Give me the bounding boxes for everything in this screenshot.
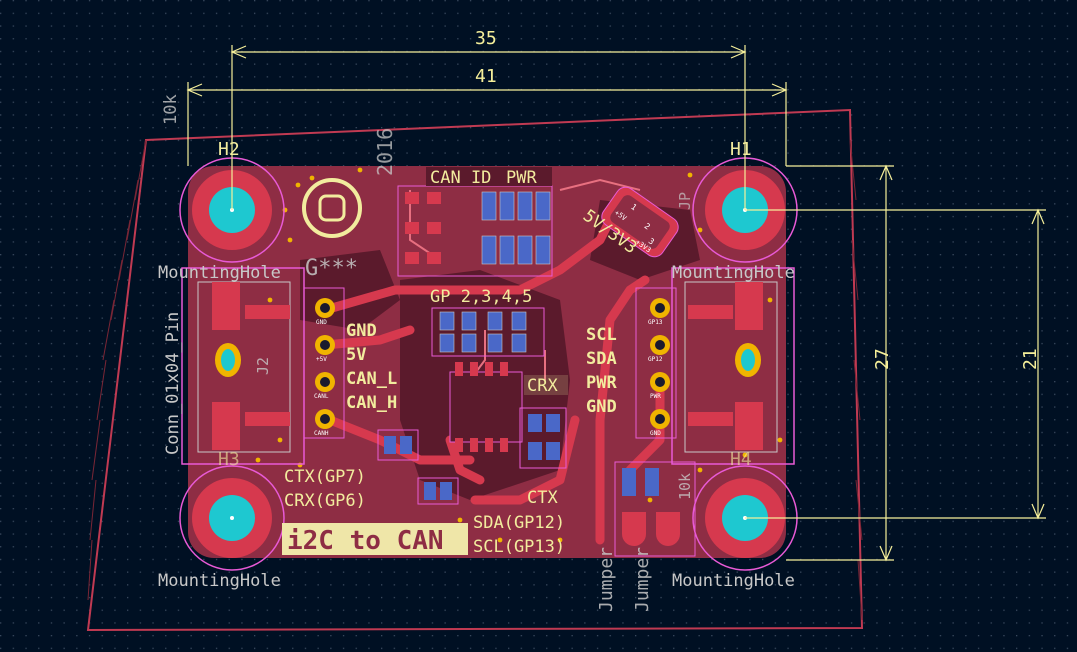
pad-label-gnd-left: GND [316, 319, 327, 326]
jp-footprint-ref: JP [676, 192, 694, 210]
crx-gp6-label: CRX(GP6) [284, 491, 366, 511]
connector-footprint-right[interactable] [671, 267, 795, 465]
connector-value-label: Conn_01x04_Pin [163, 312, 183, 455]
pad-label-gp13: GP13 [648, 319, 663, 326]
can-id-label: CAN ID [430, 168, 491, 188]
h3-label: H3 [218, 449, 240, 470]
fab-10k-text-right: 10k [676, 473, 694, 500]
ctx-label: CTX [527, 488, 558, 508]
fab-year-text: 2016 [373, 128, 397, 176]
left-pin-label-gnd: GND [346, 321, 377, 341]
jumper-pin-3-label: 3 [647, 236, 656, 246]
header-right[interactable] [635, 287, 677, 439]
ctx-gp7-label: CTX(GP7) [284, 467, 366, 487]
sda-gp12-label: SDA(GP12) [473, 513, 565, 533]
pad-label-canh: CANH [314, 430, 329, 437]
right-pin-label-pwr: PWR [586, 373, 617, 393]
copper-tracks[interactable] [320, 195, 665, 545]
right-pin-label-sda: SDA [586, 349, 617, 369]
left-pin-label-canh: CAN_H [346, 393, 397, 413]
logo-icon [302, 178, 362, 238]
h1-label: H1 [730, 139, 752, 160]
h2-label: H2 [218, 139, 240, 160]
pad-label-gnd-right: GND [650, 430, 661, 437]
board-edge-outline[interactable] [86, 108, 864, 632]
fab-10k-text: 10k [161, 94, 181, 125]
dimension-top-outer[interactable] [186, 82, 788, 166]
pad-label-canl: CANL [314, 393, 329, 400]
pad-label-5v-left: +5V [316, 356, 327, 363]
mounting-hole-value-tr: MountingHole [672, 263, 795, 283]
header-j2-left[interactable] [303, 287, 345, 439]
jumper-pin-1-label: 1 [629, 202, 638, 212]
solder-jumper-5v3v3[interactable]: 1 2 3 +5V +3V3 [598, 183, 682, 260]
pad-label-gp12: GP12 [648, 356, 663, 363]
dimension-right-inner-value: 21 [1020, 348, 1041, 370]
pwr-jumper-pads[interactable] [614, 461, 696, 557]
pad-label-pwr-right: PWR [650, 393, 661, 400]
capacitor-group[interactable] [377, 429, 459, 505]
can-id-jumper-array[interactable] [397, 185, 553, 277]
dimension-top-inner-value: 35 [475, 28, 497, 49]
can-id-label-bg [426, 167, 552, 186]
title-background [282, 523, 468, 555]
edge-hatching [87, 139, 863, 621]
gp-jumper-array[interactable] [431, 307, 545, 357]
dimension-right-outer-value: 27 [872, 348, 893, 370]
j2-ref-label: J2 [254, 357, 272, 375]
jumper-ref-2: Jumper [632, 547, 653, 612]
dimension-top-outer-value: 41 [475, 66, 497, 87]
dimension-top-inner[interactable] [230, 45, 747, 210]
mounting-hole-value-tl: MountingHole [158, 263, 281, 283]
crx-ctx-leds[interactable] [519, 407, 567, 469]
right-pin-label-gnd: GND [586, 397, 617, 417]
dimension-right-inner[interactable] [745, 208, 1046, 520]
mounting-hole-value-br: MountingHole [672, 571, 795, 591]
crx-label: CRX [527, 376, 558, 396]
h4-label: H4 [730, 449, 752, 470]
jumper-ref-1: Jumper [596, 547, 617, 612]
left-pin-label-5v: 5V [346, 345, 366, 365]
mounting-hole-value-bl: MountingHole [158, 571, 281, 591]
can-transceiver-ic[interactable] [449, 362, 523, 452]
jumper-pin-2-label: 2 [643, 221, 652, 231]
board-title: i2C to CAN [287, 526, 444, 556]
mounting-hole-h3[interactable] [179, 465, 285, 571]
right-pin-label-scl: SCL [586, 325, 617, 345]
pwr-top-label: PWR [506, 168, 537, 188]
g-star-ref: G*** [305, 256, 358, 281]
left-pin-label-canl: CAN_L [346, 369, 397, 389]
dimension-right-outer[interactable] [786, 164, 894, 562]
gp-2345-label: GP 2,3,4,5 [430, 287, 532, 307]
crx-label-bg [524, 375, 568, 395]
scl-gp13-label: SCL(GP13) [473, 537, 565, 557]
